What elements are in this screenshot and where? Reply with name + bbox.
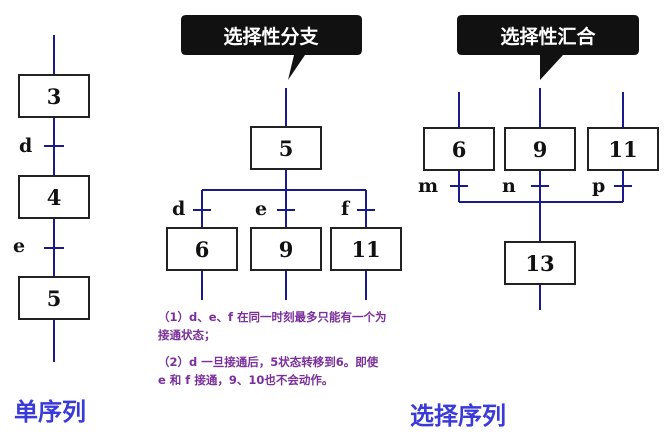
- callout-bubble: [181, 15, 362, 80]
- callout-text: 选择性分支: [223, 25, 319, 48]
- step-box-4: [18, 175, 90, 219]
- step-box-11: [587, 127, 659, 171]
- branch-note-2: （2）d 一旦接通后，5状态转移到6。即使 e 和 f 接通，9、10也不会动作…: [158, 355, 379, 387]
- callout-bubble: [457, 15, 639, 80]
- step-label: 5: [279, 136, 294, 161]
- transition-label: e: [255, 198, 267, 220]
- branch-note-1: （1）d、e、f 在同一时刻最多只能有一个为接通状态；: [158, 310, 387, 342]
- transition-label: f: [341, 198, 351, 220]
- step-box-5: [18, 276, 90, 320]
- selective-branch: [193, 88, 375, 300]
- branch-callout: [181, 15, 362, 80]
- step-box-13: [504, 241, 576, 285]
- single-sequence: [44, 35, 64, 362]
- merge-callout: [457, 15, 639, 80]
- single-sequence-title: 单序列: [14, 398, 86, 426]
- step-label: 11: [351, 237, 380, 262]
- selective-merge: [450, 88, 632, 310]
- transition-label: d: [19, 135, 32, 157]
- step-label: 6: [195, 237, 210, 262]
- step-label: 5: [47, 286, 62, 311]
- step-box-3: [18, 74, 90, 118]
- step-box-11: [330, 227, 402, 271]
- step-box-6: [423, 127, 495, 171]
- step-label: 4: [47, 185, 62, 210]
- step-label: 3: [47, 84, 62, 109]
- single-boxes: [18, 74, 90, 320]
- transition-label: p: [592, 175, 605, 197]
- transition-label: n: [502, 175, 516, 197]
- transition-label: d: [172, 198, 185, 220]
- step-box-6: [166, 227, 238, 271]
- step-label: 9: [533, 137, 548, 162]
- step-label: 9: [279, 237, 294, 262]
- branch-boxes: [166, 126, 402, 271]
- step-label: 13: [525, 251, 554, 276]
- step-box-9: [250, 227, 322, 271]
- merge-boxes: [423, 127, 659, 285]
- step-box-5: [250, 126, 322, 170]
- selective-sequence-title: 选择序列: [410, 402, 506, 430]
- transition-label: e: [13, 235, 25, 257]
- step-label: 6: [452, 137, 467, 162]
- step-label: 11: [608, 137, 637, 162]
- transition-label: m: [418, 175, 438, 197]
- callout-text: 选择性汇合: [500, 25, 596, 48]
- step-box-9: [504, 127, 576, 171]
